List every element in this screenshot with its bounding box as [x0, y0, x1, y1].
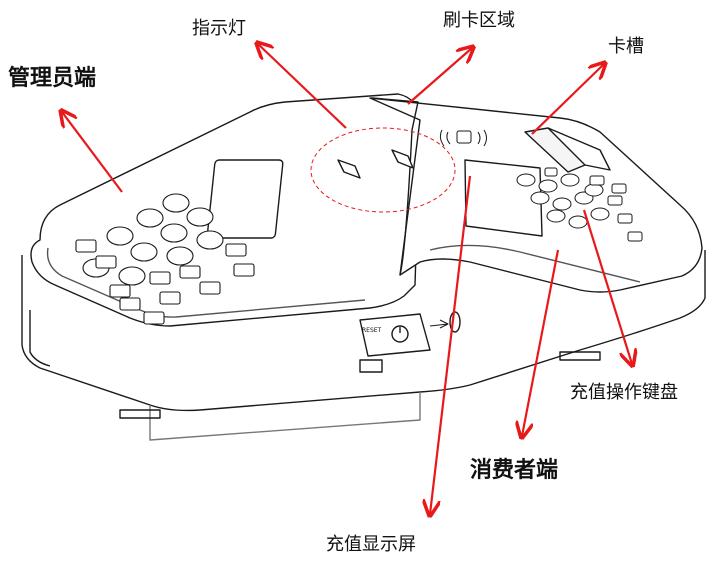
arrow-recharge-display [430, 175, 472, 514]
arrow-recharge-keypad [582, 209, 632, 364]
indicator-light-right [391, 149, 414, 169]
label-card-slot: 卡槽 [608, 36, 644, 57]
arrow-indicator [258, 44, 347, 129]
contactless-icon [439, 129, 487, 147]
recharge-keypad [516, 167, 643, 242]
usb-icon [429, 319, 449, 329]
arrow-swipe-area [407, 48, 472, 105]
reset-label: RESET [362, 327, 382, 334]
label-swipe-area: 刷卡区域 [443, 10, 515, 31]
label-consumer-end: 消费者端 [470, 458, 559, 483]
arrow-consumer-end [522, 249, 560, 436]
arrow-card-slot [531, 64, 604, 135]
admin-display [206, 159, 284, 239]
indicator-highlight-circle [310, 127, 456, 213]
label-recharge-display: 充值显示屏 [326, 534, 416, 555]
label-indicator: 指示灯 [192, 18, 246, 39]
indicator-light-left [337, 159, 361, 179]
consumer-display [464, 159, 543, 237]
label-recharge-keypad: 充值操作键盘 [570, 382, 678, 403]
power-icon [391, 325, 409, 343]
arrow-admin-end [62, 112, 123, 193]
label-admin-end: 管理员端 [8, 66, 97, 91]
admin-keypad [75, 193, 255, 325]
device-base [21, 250, 706, 412]
